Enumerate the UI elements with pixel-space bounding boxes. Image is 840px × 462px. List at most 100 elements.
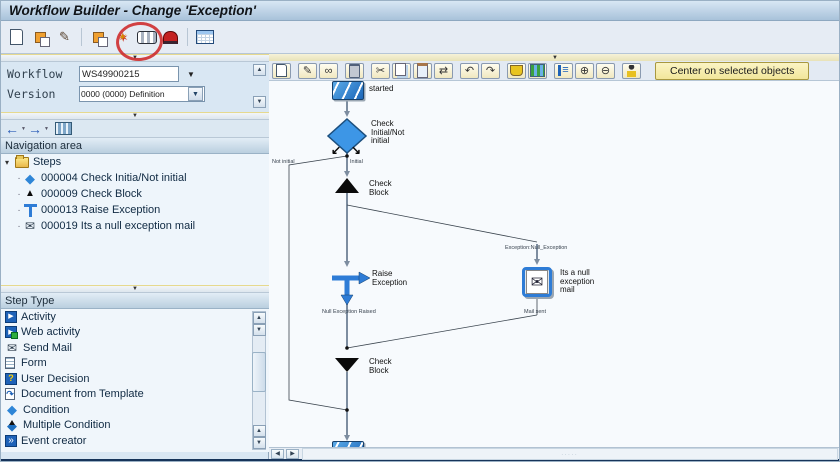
center-on-selected-button[interactable]: Center on selected objects: [655, 61, 810, 80]
edge-label-exception: Exception:Null_Exception: [505, 245, 568, 251]
object-links-icon[interactable]: [88, 27, 109, 48]
delete-icon[interactable]: [345, 62, 364, 79]
condition-se-arrow-icon: ↘: [351, 143, 361, 157]
activity-icon: ▶: [5, 310, 17, 323]
workflow-started-node[interactable]: [332, 81, 364, 100]
step-type-scrollbar: ▲ ▼ ▲ ▼: [252, 311, 266, 450]
version-label: Version: [7, 87, 56, 101]
workflow-label: Workflow: [7, 67, 63, 81]
table-view-icon[interactable]: [194, 27, 215, 48]
send-mail-node[interactable]: ✉: [522, 267, 552, 297]
connector-spine: [346, 98, 538, 438]
step-type-label: User Decision: [21, 372, 90, 385]
step-type-label: Condition: [23, 403, 70, 416]
workflow-dropdown-icon[interactable]: ▼: [187, 69, 195, 79]
zoom-out-icon[interactable]: ⊖: [596, 62, 615, 79]
step-type-send-mail[interactable]: ✉ Send Mail: [1, 340, 269, 356]
step-type-label: Web activity: [21, 326, 81, 339]
splitter-handle[interactable]: ▼: [1, 285, 269, 293]
raise-exception-node-shape[interactable]: [332, 271, 371, 306]
back-icon[interactable]: ←: [5, 120, 19, 137]
hat-icon: [163, 30, 178, 44]
tree-item-check-block[interactable]: · ▲ 000009 Check Block: [17, 188, 142, 200]
scroll-up-icon[interactable]: ▲: [252, 312, 266, 324]
align-grid-icon[interactable]: [528, 62, 547, 79]
check-block-top-label: Check Block: [369, 179, 392, 197]
copy-icon[interactable]: [392, 62, 411, 79]
undo-icon[interactable]: ↶: [460, 62, 479, 79]
condition-icon: ◆: [7, 402, 17, 418]
display-icon[interactable]: ∞: [319, 62, 338, 79]
forward-icon[interactable]: →: [27, 120, 42, 137]
step-type-label: Multiple Condition: [23, 419, 111, 432]
outline-icon[interactable]: ≡: [554, 62, 573, 79]
scroll-up-icon[interactable]: ▲: [252, 425, 266, 437]
workflow-list-icon[interactable]: [54, 122, 72, 135]
folder-icon: [15, 154, 29, 169]
scroll-right-icon[interactable]: ▶: [286, 448, 299, 459]
version-dropdown-icon[interactable]: ▼: [188, 87, 203, 101]
scrollbar-thumb[interactable]: [252, 352, 266, 392]
splitter-handle[interactable]: ▼: [1, 54, 269, 62]
event-creator-icon: »: [5, 434, 17, 447]
window-bottom-edge: [1, 459, 839, 461]
send-mail-icon: ✉: [6, 340, 18, 355]
condition-node-shape[interactable]: [326, 117, 368, 155]
edge-label-raised: Null Exception Raised: [322, 309, 376, 315]
scroll-down-icon[interactable]: ▼: [252, 437, 266, 449]
edit-icon[interactable]: ✎: [298, 62, 317, 79]
copy-icon[interactable]: [30, 27, 51, 48]
scroll-down-icon[interactable]: ▼: [252, 324, 266, 336]
workflow-canvas[interactable]: ↙ ↘ started Check Initial/Not initial Ch…: [269, 81, 839, 447]
tree-item-label: 000004 Check Initia/Not initial: [41, 172, 187, 184]
step-type-event-creator[interactable]: » Event creator: [1, 433, 269, 449]
step-type-activity[interactable]: ▶ Activity: [1, 309, 269, 325]
page-title: Workflow Builder - Change 'Exception': [9, 3, 256, 18]
scrollbar-track[interactable]: .....: [302, 447, 838, 460]
test-icon[interactable]: [136, 27, 157, 48]
tree-root-label: Steps: [33, 156, 62, 168]
cut-icon[interactable]: ✂: [371, 62, 390, 79]
step-type-document-template[interactable]: ↷ Document from Template: [1, 387, 269, 403]
workflow-header-panel: Workflow WS49900215 ▼ Version 0000 (0000…: [1, 62, 269, 112]
redo-icon[interactable]: ↷: [481, 62, 500, 79]
step-type-web-activity[interactable]: ▶ Web activity: [1, 325, 269, 341]
back-dropdown-icon[interactable]: ▼: [21, 125, 26, 132]
check-block-bottom-shape[interactable]: [335, 358, 359, 372]
step-type-header: Step Type: [1, 293, 269, 309]
step-type-form[interactable]: Form: [1, 356, 269, 372]
forward-dropdown-icon[interactable]: ▼: [43, 125, 49, 132]
step-type-condition[interactable]: ◆ Condition: [1, 402, 269, 418]
step-type-user-decision[interactable]: ? User Decision: [1, 371, 269, 387]
new-icon[interactable]: [6, 27, 27, 48]
highlight-icon[interactable]: [507, 62, 526, 79]
move-icon[interactable]: ⇄: [434, 62, 453, 79]
paste-icon[interactable]: [413, 62, 432, 79]
scroll-left-icon[interactable]: ◀: [271, 448, 284, 459]
tree-item-raise-exception[interactable]: · 000013 Raise Exception: [17, 203, 161, 217]
activate-icon[interactable]: [160, 27, 181, 48]
zoom-in-icon[interactable]: ⊕: [575, 62, 594, 79]
tree-root-steps[interactable]: ▾ Steps: [1, 154, 269, 170]
user-view-icon[interactable]: [622, 62, 641, 79]
mail-node-label: Its a null exception mail: [560, 268, 595, 294]
splitter-handle[interactable]: ▼: [1, 112, 269, 120]
version-select[interactable]: 0000 (0000) Definition ▼: [79, 86, 205, 102]
tree-item-exception-mail[interactable]: · ✉ 000019 Its a null exception mail: [17, 219, 196, 233]
workflow-input[interactable]: WS49900215: [79, 66, 179, 82]
collapse-icon[interactable]: ▾: [5, 157, 10, 167]
connector-branches: [346, 204, 538, 349]
workflow-completed-node[interactable]: [332, 441, 364, 447]
scroll-up-icon[interactable]: ▲: [253, 64, 266, 76]
scroll-down-icon[interactable]: ▼: [253, 96, 266, 108]
check-block-top-shape[interactable]: [335, 178, 359, 193]
new-icon[interactable]: [272, 62, 291, 79]
tree-item-check-initial[interactable]: · ◆ 000004 Check Initia/Not initial: [17, 170, 187, 186]
edit-icon[interactable]: ✎: [59, 29, 70, 44]
connector-not-initial: [288, 155, 348, 411]
step-type-multiple-condition[interactable]: ◆ Multiple Condition: [1, 418, 269, 434]
block-icon: ▲: [25, 188, 35, 199]
syntax-check-icon[interactable]: ✶: [117, 30, 128, 44]
trash-icon: [349, 63, 360, 78]
arrowheads: [344, 111, 540, 441]
